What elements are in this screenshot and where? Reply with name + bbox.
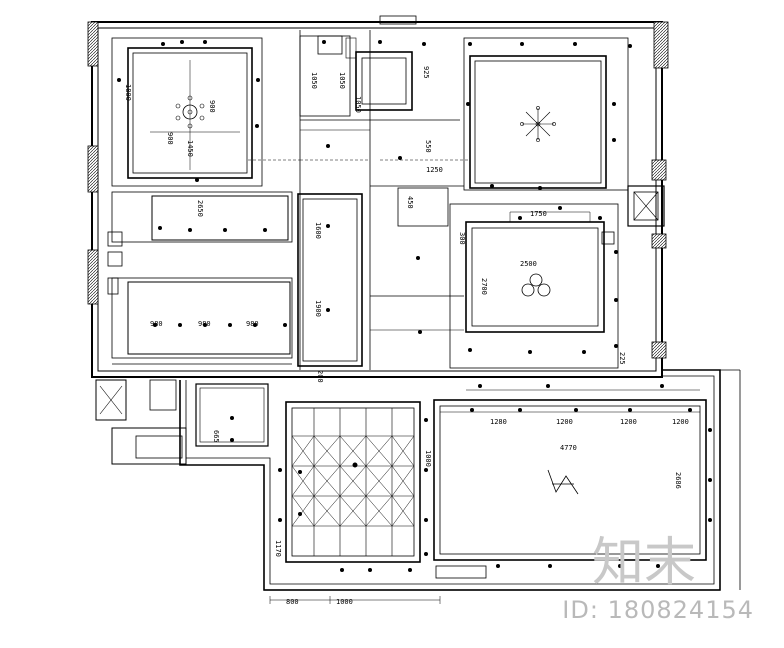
dim-label: 1050 (354, 96, 362, 113)
room-right-middle (449, 203, 619, 369)
rooms-top-small (299, 35, 460, 121)
dim-label: 2650 (196, 200, 204, 217)
room-top-left (111, 37, 263, 187)
dim-label: 1750 (530, 210, 547, 218)
dim-label: 1200 (620, 418, 637, 426)
dim-label: 2686 (674, 472, 682, 489)
center-corridor (297, 30, 464, 370)
room-top-right (463, 37, 665, 227)
dimension-labels: 1800 900 900 1450 1050 1050 1050 925 550… (124, 66, 689, 606)
outer-walls (87, 15, 741, 591)
room-bottom-right (433, 399, 707, 579)
dim-label: 925 (422, 66, 430, 79)
dim-label: 1600 (314, 222, 322, 239)
dim-label: 900 (208, 100, 216, 113)
dim-label: 1200 (556, 418, 573, 426)
dim-label: 1000 (424, 450, 432, 467)
dim-label: 1900 (314, 300, 322, 317)
dim-label: 665 (212, 430, 220, 443)
dim-label: 1000 (336, 598, 353, 606)
dim-label: 300 (458, 232, 466, 245)
dim-label: 4770 (560, 444, 577, 452)
dim-label: 1250 (426, 166, 443, 174)
dim-label: 980 (246, 320, 259, 328)
dim-label: 900 (166, 132, 174, 145)
dim-label: 1170 (274, 540, 282, 557)
dim-label: 1280 (490, 418, 507, 426)
dim-label: 1050 (310, 72, 318, 89)
dim-label: 980 (198, 320, 211, 328)
watermark: 知末 (592, 533, 696, 593)
dim-label: 2700 (480, 278, 488, 295)
dimension-lines (248, 159, 700, 604)
dim-label: 2500 (520, 260, 537, 268)
dim-label: 980 (150, 320, 163, 328)
dim-label: 450 (406, 196, 414, 209)
dim-label: 800 (286, 598, 299, 606)
dim-label: 200 (316, 370, 324, 383)
dim-label: 550 (424, 140, 432, 153)
watermark-brand-text: 知末 (592, 533, 696, 593)
watermark-id: ID: 180824154 (562, 596, 754, 624)
dim-label: 1800 (124, 84, 132, 101)
room-bottom-grid (195, 383, 421, 563)
light-dots (117, 40, 712, 572)
dim-label: 1200 (672, 418, 689, 426)
dim-label: 1050 (338, 72, 346, 89)
room-middle-left (107, 191, 293, 365)
dim-label: 1450 (186, 140, 194, 157)
dim-label: 225 (618, 352, 626, 365)
